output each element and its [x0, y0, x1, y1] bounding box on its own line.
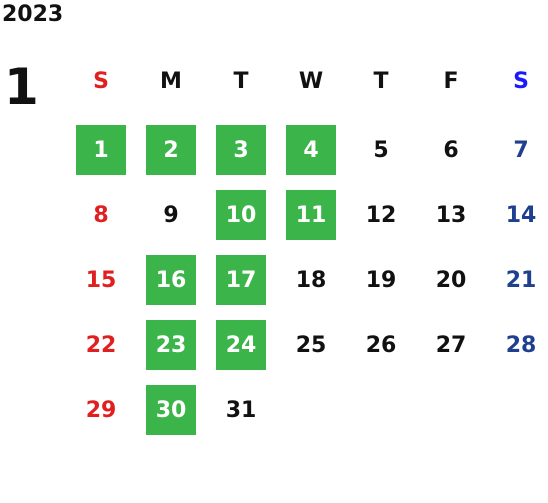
calendar-day[interactable]: 26 — [365, 332, 397, 358]
calendar-day[interactable]: 6 — [443, 137, 459, 163]
weekday-header: S — [513, 68, 529, 94]
highlighted-day[interactable]: 1 — [76, 125, 126, 175]
calendar-day[interactable]: 12 — [365, 202, 397, 228]
highlighted-day[interactable]: 10 — [216, 190, 266, 240]
weekday-header: F — [443, 68, 459, 94]
calendar-day[interactable]: 13 — [435, 202, 467, 228]
calendar-day[interactable]: 29 — [85, 397, 117, 423]
month-number: 1 — [4, 58, 39, 116]
highlighted-day[interactable]: 2 — [146, 125, 196, 175]
calendar-day[interactable]: 22 — [85, 332, 117, 358]
calendar-day[interactable]: 7 — [513, 137, 529, 163]
calendar-day[interactable]: 19 — [365, 267, 397, 293]
calendar-day[interactable]: 25 — [295, 332, 327, 358]
calendar-day[interactable]: 28 — [505, 332, 537, 358]
highlighted-day[interactable]: 30 — [146, 385, 196, 435]
calendar-day[interactable]: 9 — [163, 202, 179, 228]
highlighted-day[interactable]: 16 — [146, 255, 196, 305]
weekday-header: S — [93, 68, 109, 94]
weekday-header: M — [160, 68, 182, 94]
highlighted-day[interactable]: 17 — [216, 255, 266, 305]
calendar-day[interactable]: 27 — [435, 332, 467, 358]
calendar-day[interactable]: 21 — [505, 267, 537, 293]
highlighted-day[interactable]: 4 — [286, 125, 336, 175]
highlighted-day[interactable]: 11 — [286, 190, 336, 240]
calendar-day[interactable]: 18 — [295, 267, 327, 293]
highlighted-day[interactable]: 3 — [216, 125, 266, 175]
weekday-header: T — [233, 68, 249, 94]
calendar-day[interactable]: 15 — [85, 267, 117, 293]
calendar-day[interactable]: 14 — [505, 202, 537, 228]
calendar-day[interactable]: 5 — [373, 137, 389, 163]
calendar-day[interactable]: 8 — [93, 202, 109, 228]
weekday-header: W — [298, 68, 324, 94]
highlighted-day[interactable]: 24 — [216, 320, 266, 370]
weekday-header: T — [373, 68, 389, 94]
year-label: 2023 — [2, 2, 64, 27]
highlighted-day[interactable]: 23 — [146, 320, 196, 370]
calendar-day[interactable]: 20 — [435, 267, 467, 293]
calendar-day[interactable]: 31 — [225, 397, 257, 423]
